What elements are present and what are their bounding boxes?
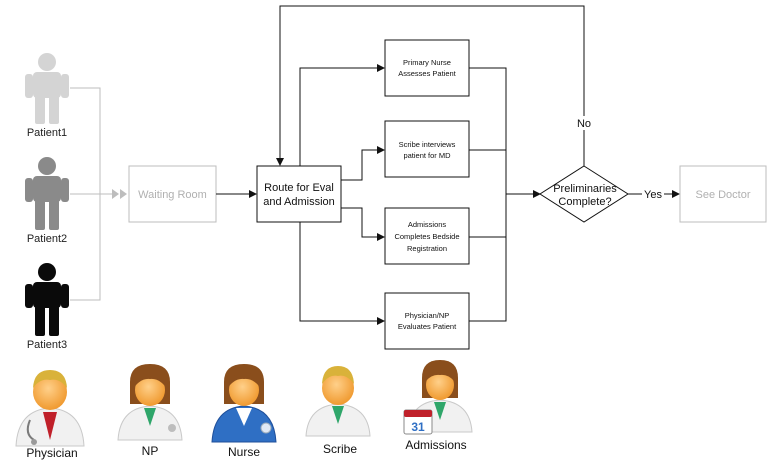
role-nurse[interactable]: Nurse <box>211 364 277 459</box>
physician-icon <box>15 370 85 447</box>
primary-nurse-line1: Primary Nurse <box>403 58 451 67</box>
role-nurse-label: Nurse <box>228 445 260 459</box>
calendar-badge: 31 <box>411 420 425 434</box>
physician-np-line1: Physician/NP <box>405 311 450 320</box>
physician-np-node[interactable]: Physician/NP Evaluates Patient <box>384 292 470 350</box>
physician-np-line2: Evaluates Patient <box>398 322 457 331</box>
admissions-line1: Admissions <box>408 220 447 229</box>
route-label-line2: and Admission <box>263 196 335 208</box>
patient-connector <box>70 87 127 301</box>
waiting-room-node[interactable]: Waiting Room <box>128 165 217 223</box>
scribe-node[interactable]: Scribe interviews patient for MD <box>384 120 470 178</box>
primary-nurse-line2: Assesses Patient <box>398 69 456 78</box>
decision-line1: Preliminaries <box>553 183 617 195</box>
role-np-label: NP <box>142 444 159 458</box>
admissions-node[interactable]: Admissions Completes Bedside Registratio… <box>384 207 470 265</box>
edge-label-no: No <box>577 118 591 130</box>
role-scribe-label: Scribe <box>323 442 357 456</box>
decision-node[interactable]: Preliminaries Complete? <box>539 165 629 223</box>
decision-line2: Complete? <box>558 196 611 208</box>
role-physician-label: Physician <box>26 446 77 460</box>
np-icon <box>117 364 183 441</box>
nurse-icon <box>211 364 277 443</box>
patient1-figure[interactable]: Patient1 <box>25 53 69 139</box>
scribe-line1: Scribe interviews <box>399 140 456 149</box>
patient3-figure[interactable]: Patient3 <box>25 263 69 351</box>
route-fanout-edges <box>299 64 385 325</box>
role-np[interactable]: NP <box>117 364 183 458</box>
see-doctor-node[interactable]: See Doctor <box>679 165 767 223</box>
person-icon <box>25 263 69 336</box>
admissions-line2: Completes Bedside <box>394 232 459 241</box>
route-node[interactable]: Route for Eval and Admission <box>256 165 342 223</box>
role-physician[interactable]: Physician <box>15 370 85 460</box>
admissions-line3: Registration <box>407 244 447 253</box>
role-admissions-label: Admissions <box>405 438 466 452</box>
patient1-label: Patient1 <box>27 127 67 139</box>
edge-label-yes: Yes <box>644 189 662 201</box>
calendar-icon: 31 <box>403 409 433 435</box>
edge-no-loop: No <box>276 5 596 166</box>
primary-nurse-node[interactable]: Primary Nurse Assesses Patient <box>384 39 470 97</box>
patient3-label: Patient3 <box>27 339 67 351</box>
person-icon <box>25 53 69 124</box>
scribe-line2: patient for MD <box>403 151 451 160</box>
role-admissions[interactable]: 31 Admissions <box>403 360 473 452</box>
see-doctor-label: See Doctor <box>695 189 750 201</box>
patient2-label: Patient2 <box>27 233 67 245</box>
merge-edges <box>469 67 541 322</box>
patient2-figure[interactable]: Patient2 <box>25 157 69 245</box>
role-scribe[interactable]: Scribe <box>305 366 371 456</box>
edge-yes: Yes <box>628 189 680 201</box>
person-icon <box>25 157 69 230</box>
waiting-room-label: Waiting Room <box>138 189 207 201</box>
route-label-line1: Route for Eval <box>264 182 334 194</box>
scribe-icon <box>305 366 371 437</box>
